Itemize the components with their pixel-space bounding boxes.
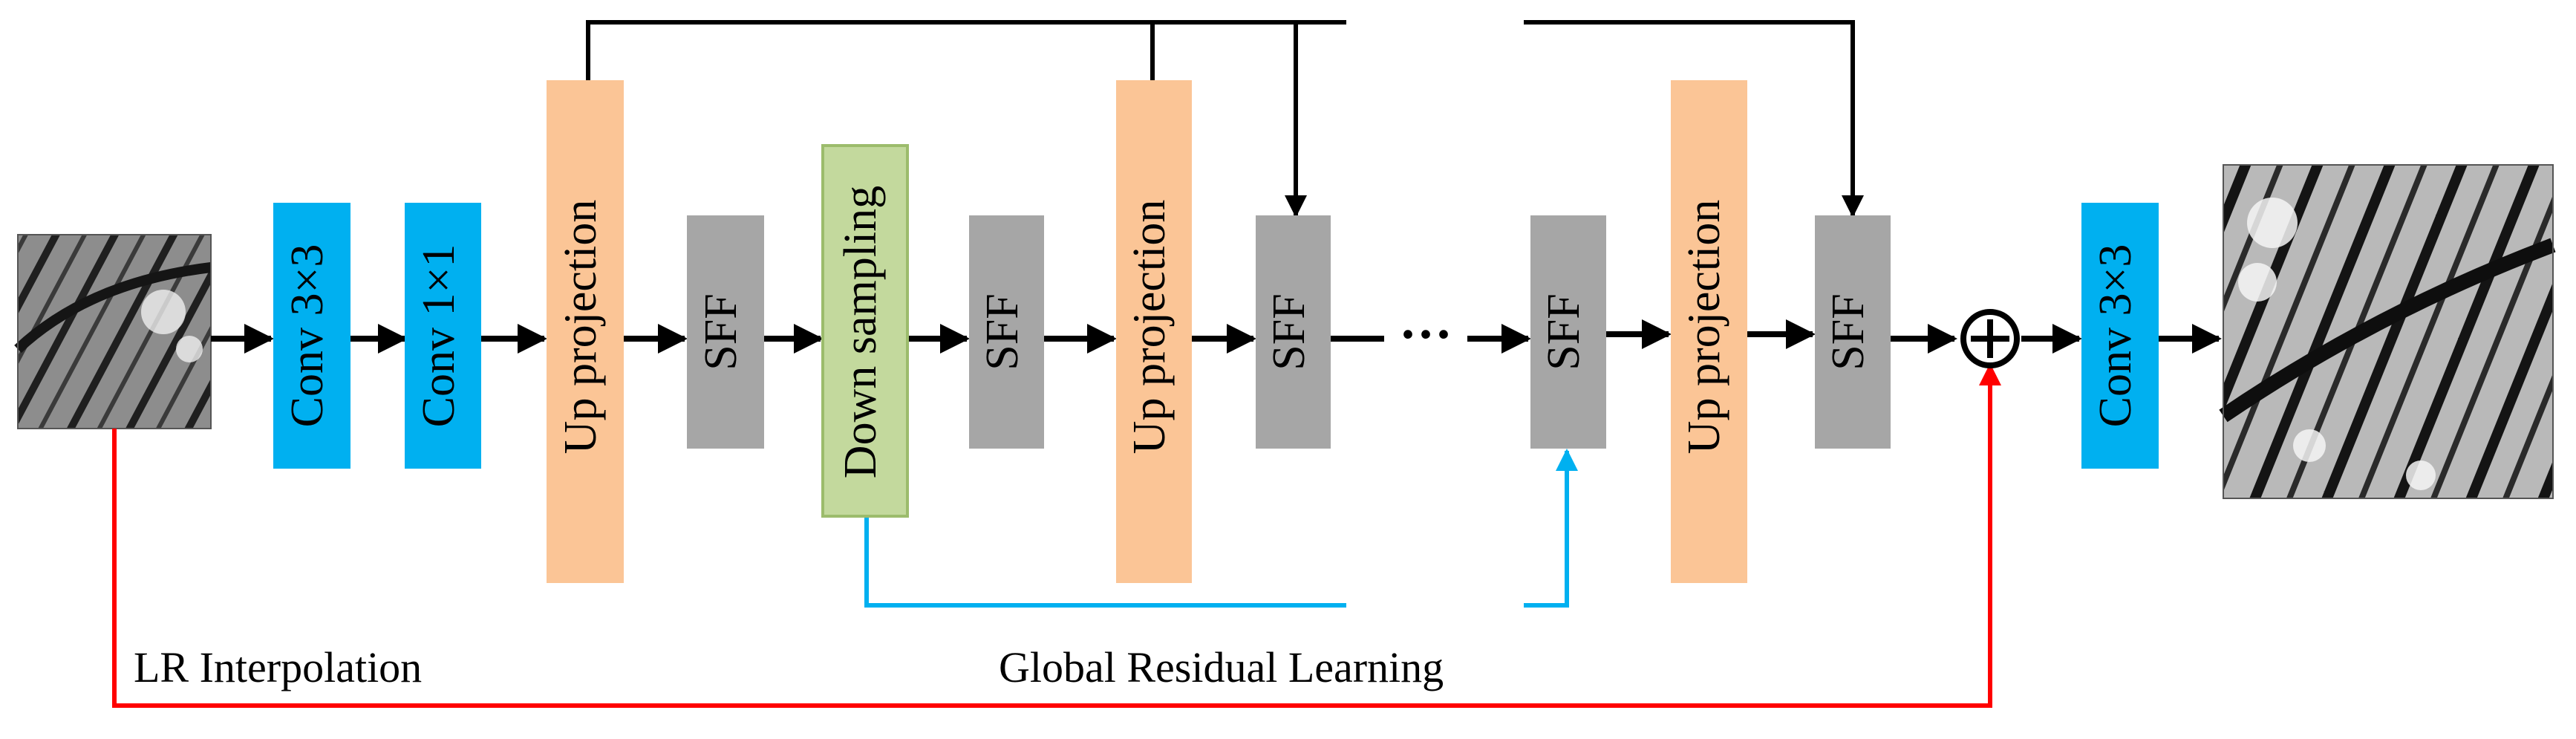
block-label: SFF	[1264, 293, 1314, 370]
block-conv1x1: Conv 1×1	[405, 203, 481, 469]
global-residual-arrow	[1524, 449, 1578, 608]
block-conv3x3-a: Conv 3×3	[273, 203, 350, 469]
block-label: Up projection	[1679, 200, 1729, 455]
block-sff-5: SFF	[1815, 215, 1891, 449]
skip-arrow-up-projection-2	[1150, 20, 1307, 218]
input-image	[14, 234, 212, 429]
main-path-arrows	[211, 319, 2222, 354]
global-residual-label: Global Residual Learning	[999, 643, 1444, 691]
block-sff-2: SFF	[969, 215, 1044, 449]
block-sff-1: SFF	[687, 215, 764, 449]
block-up-projection-3: Up projection	[1671, 80, 1747, 583]
output-image	[2219, 164, 2556, 499]
lr-interpolation-label: LR Interpolation	[134, 643, 422, 691]
block-label: Conv 3×3	[2090, 244, 2141, 428]
block-label: Conv 3×3	[282, 244, 333, 428]
block-down-sampling: Down sampling	[821, 144, 909, 518]
block-label: Up projection	[555, 200, 606, 455]
block-sff-3: SFF	[1256, 215, 1331, 449]
skip-arrow-to-last-sff	[1524, 20, 1864, 218]
block-up-projection-1: Up projection	[547, 80, 624, 583]
block-conv3x3-b: Conv 3×3	[2081, 203, 2159, 469]
block-label: Conv 1×1	[414, 244, 464, 428]
block-label: SFF	[1823, 293, 1874, 370]
block-sff-4: SFF	[1530, 215, 1606, 449]
block-up-projection-2: Up projection	[1116, 80, 1192, 583]
skip-arrow-up-projection-1	[586, 20, 1346, 80]
block-label: Down sampling	[835, 186, 886, 478]
block-label: SFF	[977, 293, 1028, 370]
block-label: SFF	[696, 293, 746, 370]
sum-node	[1960, 309, 2020, 368]
ellipsis: ···	[1399, 305, 1452, 364]
block-label: Up projection	[1124, 200, 1175, 455]
global-residual-arrow	[864, 516, 1346, 608]
skip-connections	[586, 20, 1864, 218]
block-label: SFF	[1539, 293, 1589, 370]
lr-interpolation-arrow	[112, 363, 2001, 708]
